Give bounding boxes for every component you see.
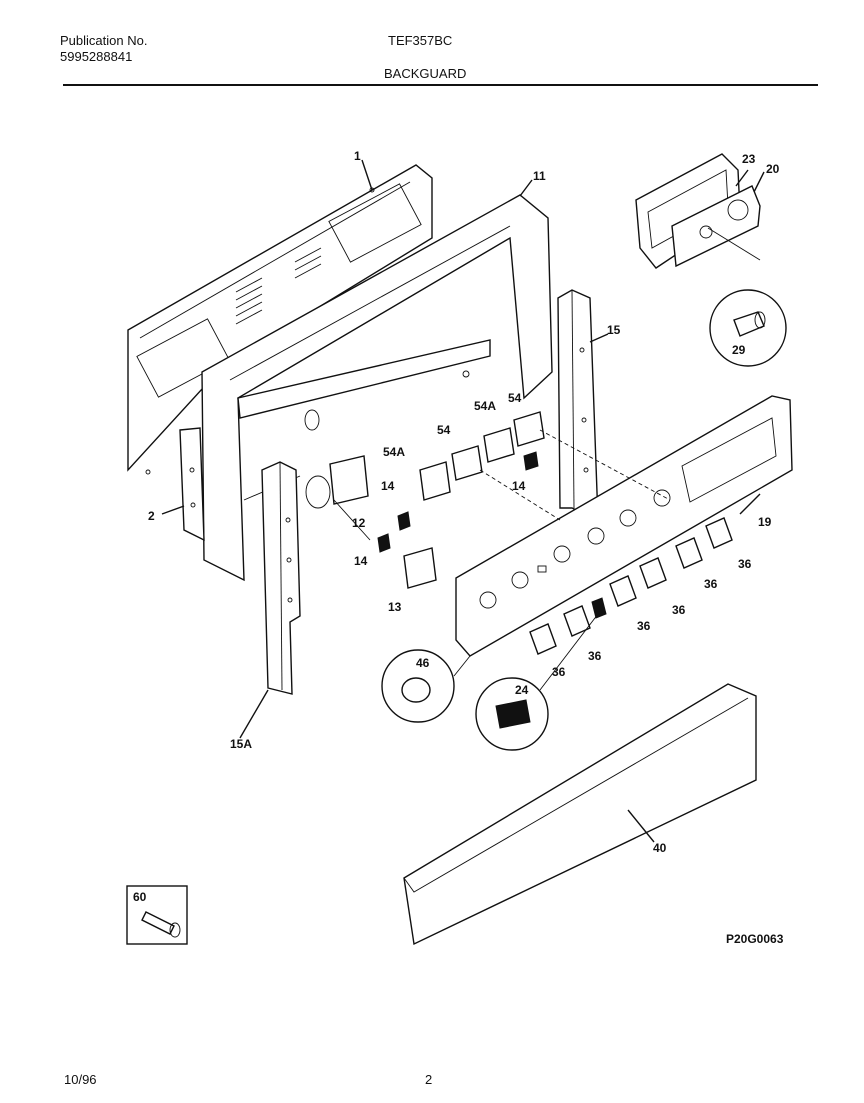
label-part-36-a: 36	[738, 557, 752, 571]
label-part-14-lower: 14	[354, 554, 368, 568]
rear-panel-part	[127, 164, 433, 475]
label-part-36-b: 36	[704, 577, 718, 591]
label-part-40: 40	[653, 841, 667, 855]
model-number: TEF357BC	[388, 33, 453, 48]
label-part-36-c: 36	[672, 603, 686, 617]
label-part-54: 54	[437, 423, 451, 437]
label-part-20: 20	[766, 162, 780, 176]
label-part-15a: 15A	[230, 737, 252, 751]
label-part-13: 13	[388, 600, 402, 614]
label-part-2: 2	[148, 509, 155, 523]
right-bracket-part	[557, 289, 599, 522]
label-part-1: 1	[354, 149, 361, 163]
switch-parts	[305, 411, 671, 589]
label-part-36-f: 36	[552, 665, 566, 679]
label-part-23: 23	[742, 152, 756, 166]
label-part-54a-top: 54A	[474, 399, 496, 413]
label-part-14-right: 14	[512, 479, 526, 493]
publication-label: Publication No.	[60, 33, 148, 48]
label-part-60: 60	[133, 890, 147, 904]
label-part-12: 12	[352, 516, 366, 530]
clock-assembly-part	[635, 153, 761, 269]
section-title: BACKGUARD	[384, 66, 467, 81]
control-panel-part	[455, 395, 793, 657]
publication-number: 5995288841	[60, 49, 133, 64]
knob-detail-part	[709, 289, 787, 367]
footer-date: 10/96	[64, 1072, 97, 1087]
label-part-54a: 54A	[383, 445, 405, 459]
label-part-46: 46	[416, 656, 430, 670]
footer-page-number: 2	[425, 1072, 433, 1087]
label-part-24: 24	[515, 683, 529, 697]
screw-detail-part	[126, 885, 188, 945]
label-part-29: 29	[732, 343, 746, 357]
rocker-switch-detail-part	[475, 613, 599, 751]
backguard-frame-part	[201, 194, 553, 582]
leader-lines	[161, 159, 765, 843]
drawing-code: P20G0063	[726, 932, 784, 946]
knob-parts	[529, 517, 733, 655]
label-part-54-top: 54	[508, 391, 522, 405]
label-part-19: 19	[758, 515, 772, 529]
label-part-15: 15	[607, 323, 621, 337]
label-part-11: 11	[533, 169, 546, 183]
label-part-14-upper: 14	[381, 479, 395, 493]
label-part-36-d: 36	[637, 619, 651, 633]
header-rule	[63, 84, 818, 86]
left-bracket-part	[261, 461, 301, 695]
trim-strip-part	[403, 683, 757, 946]
left-side-bracket-part	[179, 427, 205, 542]
indicator-light-detail-part	[381, 649, 471, 723]
label-part-36-e: 36	[588, 649, 602, 663]
